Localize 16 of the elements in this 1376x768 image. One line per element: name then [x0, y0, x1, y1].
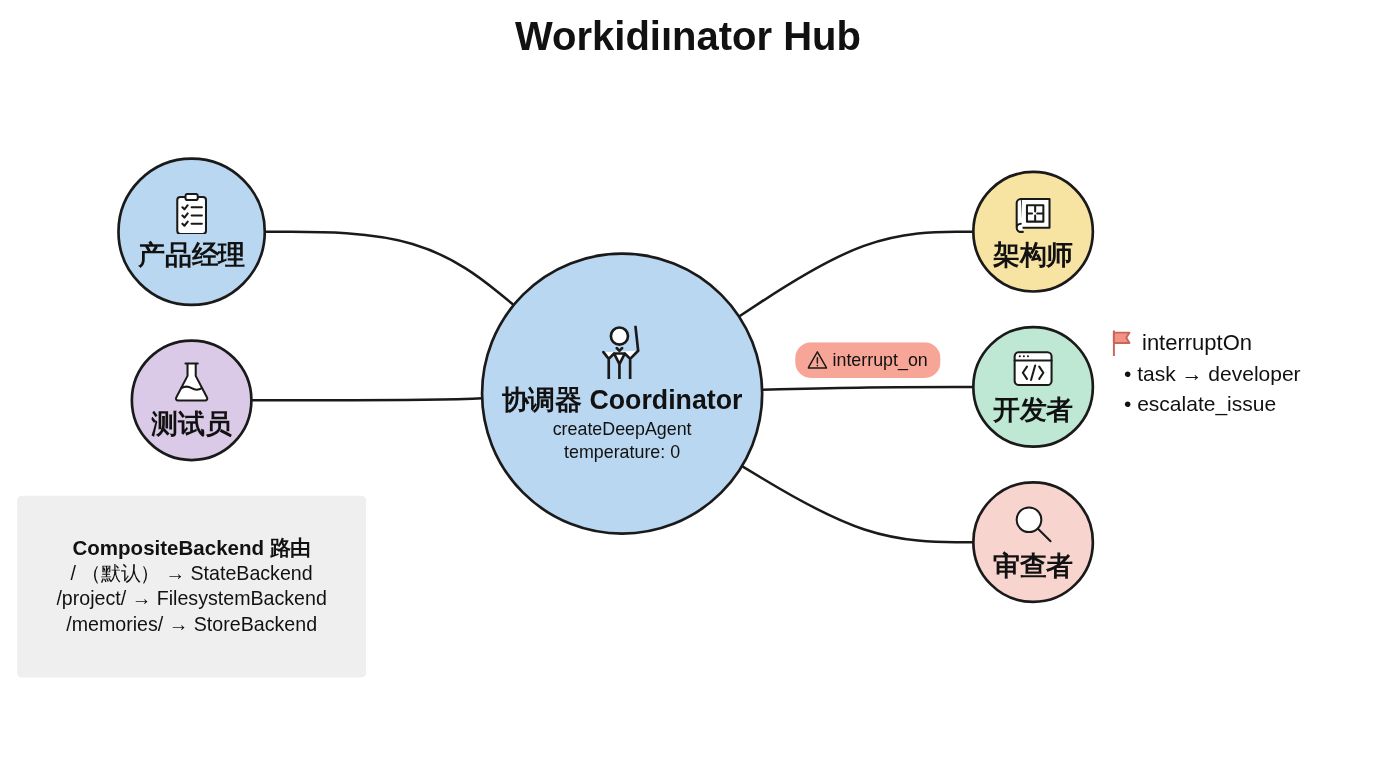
node-circle: 协调器 Coordinator createDeepAgent temperature: 0 [480, 252, 764, 535]
node-circle: 审查者 [972, 481, 1095, 604]
edge-label: interrupt_on [832, 350, 928, 370]
list-item: • escalate_issue [1124, 392, 1277, 416]
list-item: • task → developer [1124, 362, 1301, 386]
connector [741, 465, 974, 544]
note-heading: interruptOn [1142, 330, 1253, 356]
node-circle: 产品经理 [117, 157, 267, 307]
diagram-title: Workidiınator Hub [515, 14, 861, 58]
connector [738, 230, 974, 318]
node-circle: 架构师 [972, 170, 1095, 293]
node-circle: 开发者 [972, 325, 1095, 449]
connector [251, 397, 483, 402]
connector [762, 385, 974, 392]
connector [264, 230, 515, 306]
node-circle: 测试员 [130, 339, 253, 462]
